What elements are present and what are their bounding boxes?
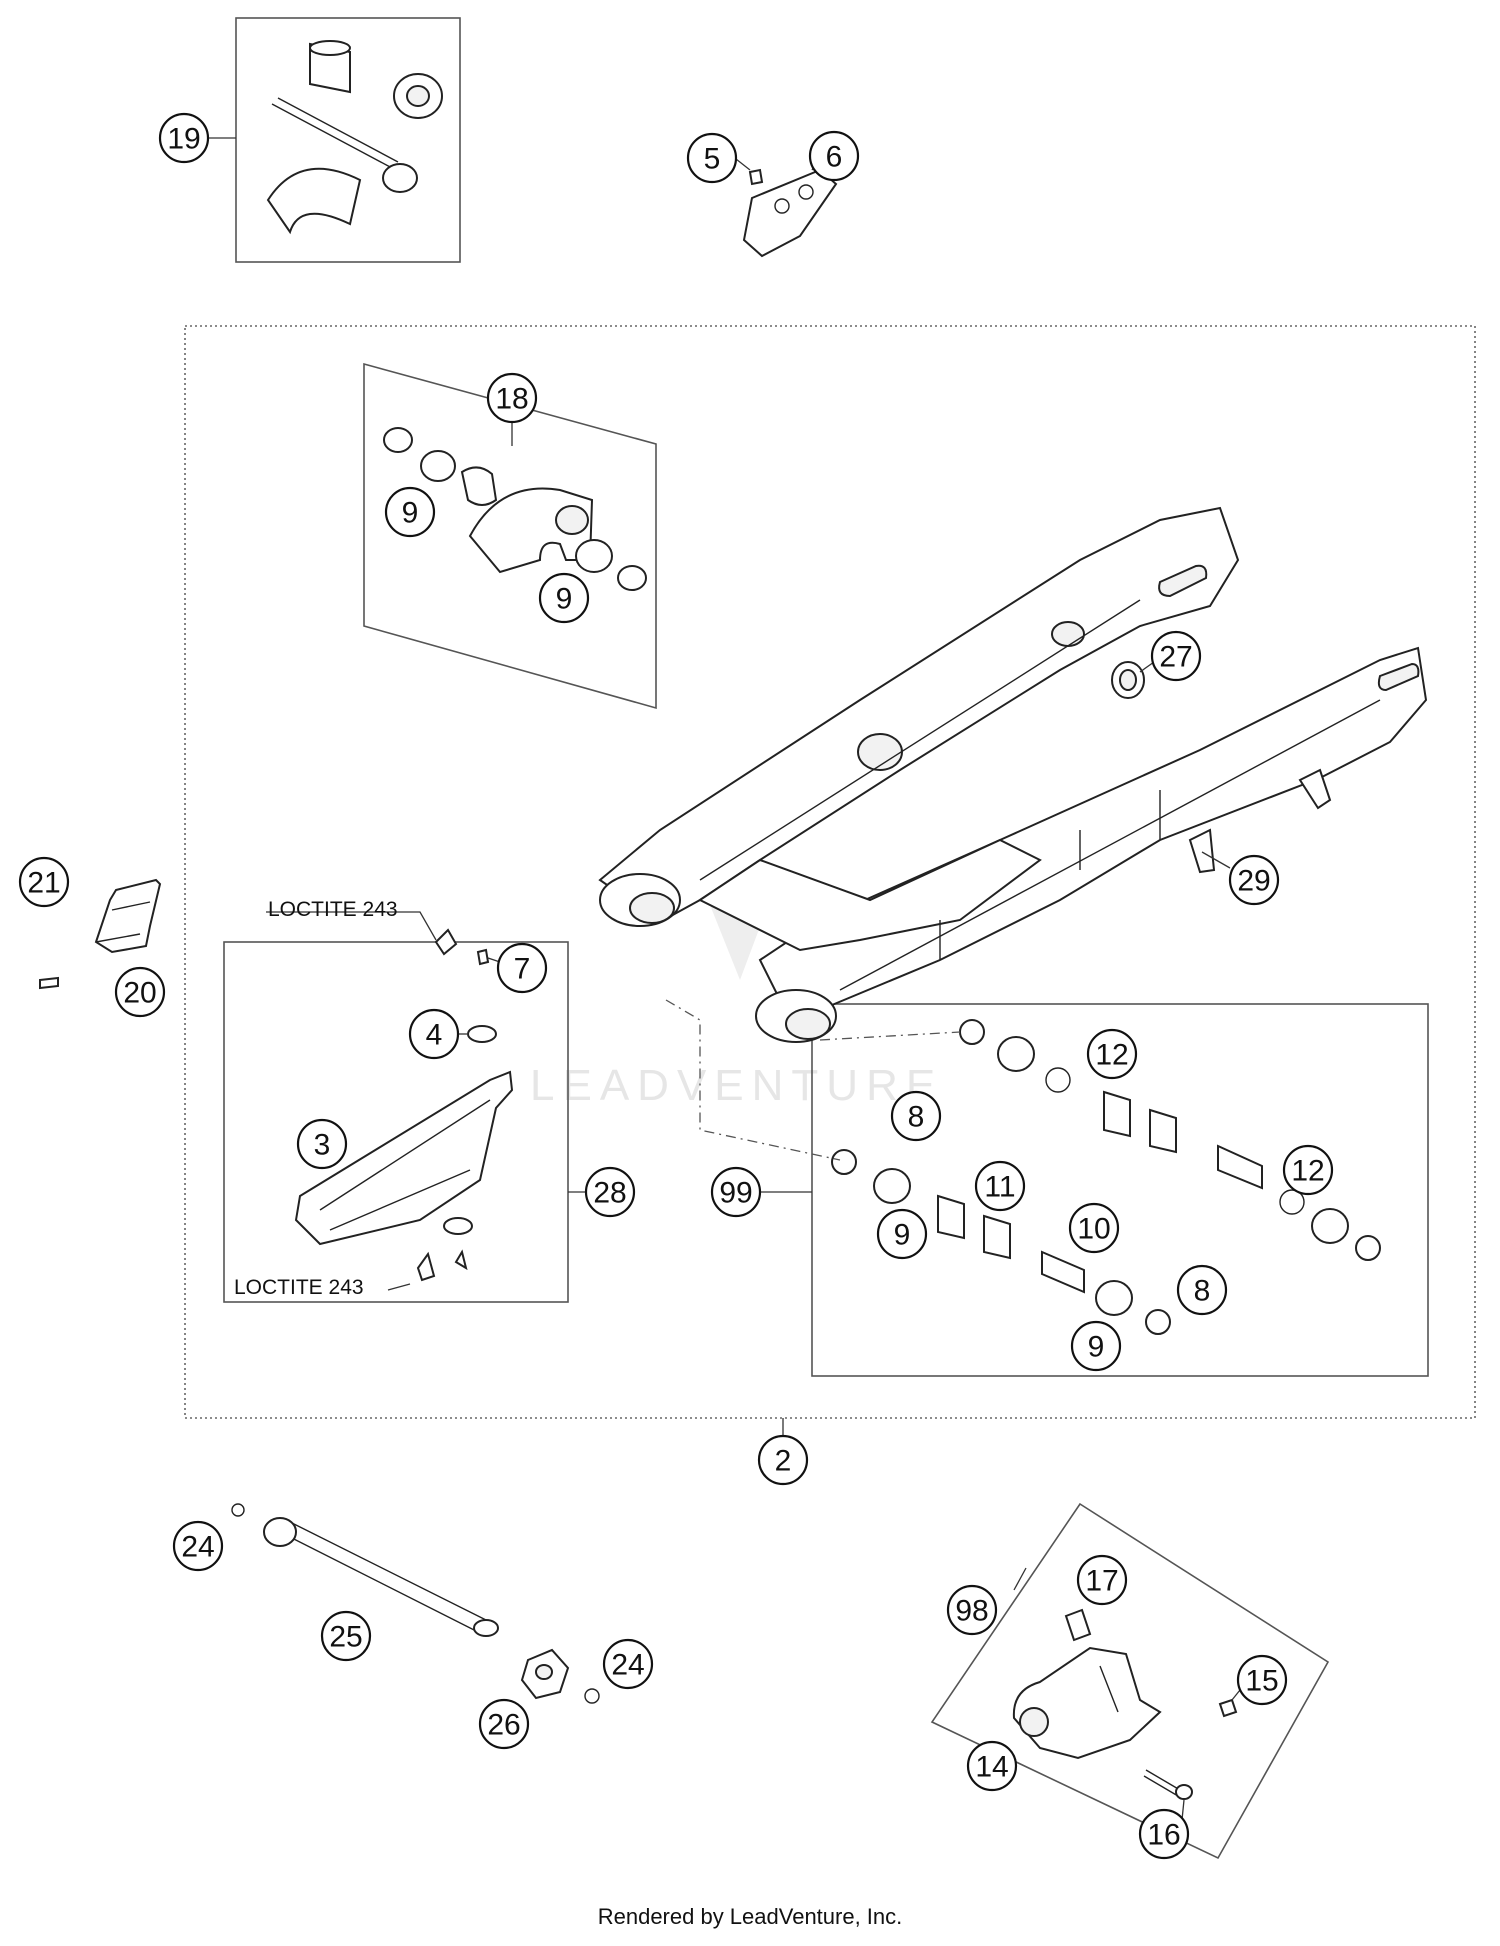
callout-9-kit18-b[interactable]: 9 bbox=[538, 572, 590, 624]
bearing-kit-parts bbox=[831, 1019, 1381, 1335]
callout-7[interactable]: 7 bbox=[496, 942, 548, 994]
callout-29[interactable]: 29 bbox=[1228, 854, 1280, 906]
svg-text:11: 11 bbox=[984, 1171, 1015, 1204]
callout-11[interactable]: 11 bbox=[974, 1160, 1026, 1212]
callout-9-kit99-b[interactable]: 9 bbox=[1070, 1320, 1122, 1372]
svg-text:27: 27 bbox=[1159, 641, 1192, 674]
bearing-kit-box bbox=[811, 1003, 1429, 1377]
callout-4[interactable]: 4 bbox=[408, 1008, 460, 1060]
callout-21[interactable]: 21 bbox=[18, 856, 70, 908]
callout-5[interactable]: 5 bbox=[686, 132, 738, 184]
centre-line-left bbox=[665, 999, 841, 1161]
callout-15[interactable]: 15 bbox=[1236, 1654, 1288, 1706]
svg-text:5: 5 bbox=[704, 143, 721, 176]
svg-text:3: 3 bbox=[314, 1129, 331, 1162]
svg-text:18: 18 bbox=[495, 383, 528, 416]
svg-text:19: 19 bbox=[167, 123, 200, 156]
callout-10[interactable]: 10 bbox=[1068, 1202, 1120, 1254]
callout-25[interactable]: 25 bbox=[320, 1610, 372, 1662]
svg-text:9: 9 bbox=[894, 1219, 911, 1252]
svg-text:99: 99 bbox=[719, 1177, 752, 1210]
callout-17[interactable]: 17 bbox=[1076, 1554, 1128, 1606]
callout-8-b[interactable]: 8 bbox=[1176, 1264, 1228, 1316]
callout-2[interactable]: 2 bbox=[757, 1434, 809, 1486]
svg-text:10: 10 bbox=[1077, 1213, 1110, 1246]
svg-text:14: 14 bbox=[975, 1751, 1008, 1784]
callout-27[interactable]: 27 bbox=[1150, 630, 1202, 682]
svg-text:28: 28 bbox=[593, 1177, 626, 1210]
loctite-note-top: LOCTITE 243 bbox=[268, 898, 398, 921]
svg-text:2: 2 bbox=[775, 1445, 792, 1478]
svg-text:4: 4 bbox=[426, 1019, 443, 1052]
swingarm-assembly-box bbox=[184, 325, 1476, 1419]
callout-12-a[interactable]: 12 bbox=[1086, 1028, 1138, 1080]
callout-28[interactable]: 28 bbox=[584, 1166, 636, 1218]
callout-16[interactable]: 16 bbox=[1138, 1808, 1190, 1860]
footer-credit: Rendered by LeadVenture, Inc. bbox=[598, 1904, 903, 1929]
callout-18[interactable]: 18 bbox=[486, 372, 538, 424]
callout-24-a[interactable]: 24 bbox=[172, 1520, 224, 1572]
chain-slider-box bbox=[223, 941, 569, 1303]
chain-slider-parts bbox=[294, 928, 514, 1282]
svg-text:6: 6 bbox=[826, 141, 843, 174]
kit-19-box bbox=[235, 17, 461, 263]
centre-line-right bbox=[819, 1031, 961, 1041]
svg-text:8: 8 bbox=[908, 1101, 925, 1134]
svg-text:21: 21 bbox=[27, 867, 60, 900]
callout-14[interactable]: 14 bbox=[966, 1740, 1018, 1792]
kit-18-box bbox=[363, 362, 657, 710]
kit-18-parts bbox=[383, 427, 647, 591]
callout-98[interactable]: 98 bbox=[946, 1584, 998, 1636]
callout-24-b[interactable]: 24 bbox=[602, 1638, 654, 1690]
callout-6[interactable]: 6 bbox=[808, 130, 860, 182]
part-27-ring bbox=[1111, 661, 1145, 699]
svg-text:17: 17 bbox=[1085, 1565, 1118, 1598]
part-20-21 bbox=[39, 878, 162, 990]
axle-parts bbox=[231, 1503, 600, 1704]
callout-99[interactable]: 99 bbox=[710, 1166, 762, 1218]
svg-text:9: 9 bbox=[556, 583, 573, 616]
swingarm bbox=[598, 506, 1428, 1043]
svg-text:20: 20 bbox=[123, 977, 156, 1010]
callout-19[interactable]: 19 bbox=[158, 112, 210, 164]
svg-text:8: 8 bbox=[1194, 1275, 1211, 1308]
svg-text:29: 29 bbox=[1237, 865, 1270, 898]
chain-guide-parts bbox=[1012, 1608, 1238, 1800]
callout-9-kit99-a[interactable]: 9 bbox=[876, 1208, 928, 1260]
svg-text:26: 26 bbox=[487, 1709, 520, 1742]
svg-text:7: 7 bbox=[514, 953, 531, 986]
chain-guide-box bbox=[930, 1502, 1330, 1860]
svg-text:24: 24 bbox=[611, 1649, 644, 1682]
callout-9-kit18-a[interactable]: 9 bbox=[384, 486, 436, 538]
callout-3[interactable]: 3 bbox=[296, 1118, 348, 1170]
callout-8-a[interactable]: 8 bbox=[890, 1090, 942, 1142]
loctite-note-bottom: LOCTITE 243 bbox=[234, 1276, 364, 1299]
callout-26[interactable]: 26 bbox=[478, 1698, 530, 1750]
svg-text:98: 98 bbox=[955, 1595, 988, 1628]
svg-text:9: 9 bbox=[1088, 1331, 1105, 1364]
svg-text:12: 12 bbox=[1291, 1155, 1324, 1188]
watermark-text: LEADVENTURE bbox=[530, 1061, 943, 1110]
chain-clamp-parts bbox=[742, 168, 838, 258]
svg-text:16: 16 bbox=[1147, 1819, 1180, 1852]
callout-12-b[interactable]: 12 bbox=[1282, 1144, 1334, 1196]
svg-text:25: 25 bbox=[329, 1621, 362, 1654]
svg-text:9: 9 bbox=[402, 497, 419, 530]
svg-text:15: 15 bbox=[1245, 1665, 1278, 1698]
svg-text:24: 24 bbox=[181, 1531, 214, 1564]
svg-text:12: 12 bbox=[1095, 1039, 1128, 1072]
kit-19-parts bbox=[266, 40, 443, 235]
callout-20[interactable]: 20 bbox=[114, 966, 166, 1018]
